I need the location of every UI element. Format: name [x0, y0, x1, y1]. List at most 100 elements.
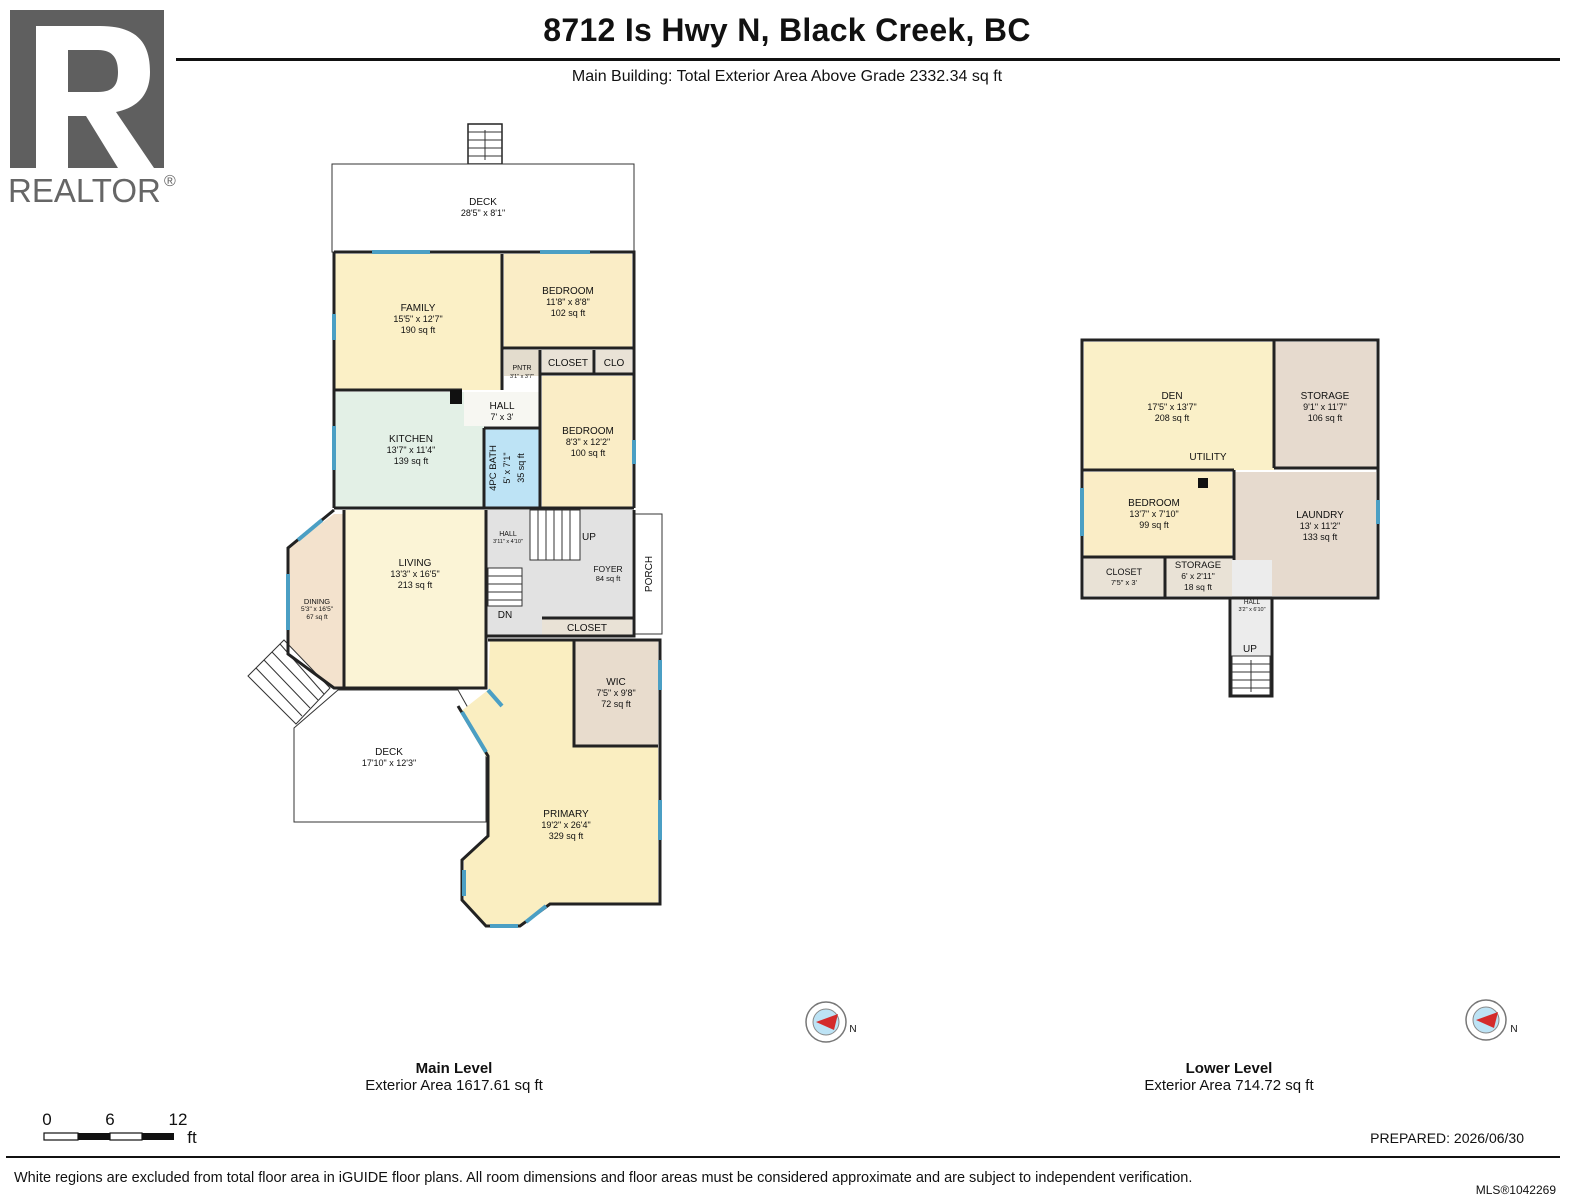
- svg-text:FOYER: FOYER: [593, 564, 622, 574]
- room-family: [334, 254, 502, 390]
- room-bedroom-1: [504, 254, 632, 348]
- svg-text:CLOSET: CLOSET: [548, 358, 588, 369]
- svg-text:CLOSET: CLOSET: [567, 623, 607, 634]
- main-windows: [286, 250, 662, 928]
- svg-text:5'3" x 16'5": 5'3" x 16'5": [301, 606, 334, 613]
- svg-text:28'5" x 8'1": 28'5" x 8'1": [461, 208, 505, 218]
- svg-text:®: ®: [164, 173, 176, 190]
- svg-text:13'7" x 11'4": 13'7" x 11'4": [387, 445, 436, 455]
- svg-text:STORAGE: STORAGE: [1301, 391, 1350, 402]
- svg-text:19'2" x 26'4": 19'2" x 26'4": [541, 820, 590, 830]
- main-walls: [286, 250, 662, 928]
- room-storage-2: [1166, 558, 1232, 596]
- svg-text:12: 12: [169, 1110, 188, 1129]
- page-title: 8712 Is Hwy N, Black Creek, BC: [543, 12, 1031, 48]
- svg-text:72 sq ft: 72 sq ft: [601, 699, 631, 709]
- svg-text:0: 0: [42, 1110, 51, 1129]
- prepared-date: PREPARED: 2026/06/30: [1370, 1130, 1524, 1146]
- svg-text:PNTR: PNTR: [512, 365, 531, 372]
- svg-text:35 sq ft: 35 sq ft: [516, 453, 526, 483]
- compass-icon: N: [805, 1001, 857, 1043]
- room-storage-1: [1274, 342, 1376, 468]
- room-bath: [485, 428, 540, 508]
- svg-text:17'10" x 12'3": 17'10" x 12'3": [362, 758, 416, 768]
- svg-text:4PC BATH: 4PC BATH: [488, 445, 499, 491]
- left-stairs: [247, 639, 331, 725]
- svg-text:190 sq ft: 190 sq ft: [401, 325, 436, 335]
- svg-text:WIC: WIC: [606, 677, 625, 688]
- room-kitchen: [334, 392, 484, 508]
- lower-walls: [1080, 338, 1380, 698]
- svg-text:18 sq ft: 18 sq ft: [1184, 582, 1213, 592]
- svg-text:84 sq ft: 84 sq ft: [596, 574, 622, 583]
- svg-text:ft: ft: [187, 1128, 197, 1147]
- stairs-down: [487, 567, 523, 607]
- svg-text:8'3" x 12'2": 8'3" x 12'2": [566, 437, 610, 447]
- svg-text:LIVING: LIVING: [399, 558, 432, 569]
- stairs-up: [529, 509, 581, 561]
- svg-text:7'5" x 3': 7'5" x 3': [1111, 578, 1138, 587]
- svg-text:PRIMARY: PRIMARY: [543, 809, 589, 820]
- svg-text:139 sq ft: 139 sq ft: [394, 456, 429, 466]
- room-living: [344, 510, 486, 688]
- utility-unit: [1198, 478, 1208, 488]
- svg-text:102 sq ft: 102 sq ft: [551, 308, 586, 318]
- room-bedroom-2: [542, 376, 632, 508]
- svg-text:3'2" x 6'10": 3'2" x 6'10": [1238, 607, 1265, 613]
- svg-text:DN: DN: [498, 610, 512, 621]
- svg-text:PORCH: PORCH: [644, 556, 655, 592]
- room-laundry: [1234, 472, 1376, 596]
- room-den: [1084, 342, 1274, 470]
- room-wic: [574, 640, 658, 746]
- svg-text:STORAGE: STORAGE: [1175, 560, 1221, 571]
- svg-text:DEN: DEN: [1161, 391, 1182, 402]
- svg-text:3'1" x 3'7": 3'1" x 3'7": [510, 374, 534, 380]
- svg-text:FAMILY: FAMILY: [401, 303, 436, 314]
- svg-text:13' x 11'2": 13' x 11'2": [1300, 521, 1341, 531]
- svg-text:100 sq ft: 100 sq ft: [571, 448, 606, 458]
- scale-bar: 0 6 12 ft: [42, 1110, 197, 1147]
- svg-text:BEDROOM: BEDROOM: [1128, 498, 1180, 509]
- svg-text:BEDROOM: BEDROOM: [542, 286, 594, 297]
- room-dining: [288, 514, 344, 688]
- mls-number: MLS®1042269: [1475, 1183, 1556, 1197]
- svg-text:67 sq ft: 67 sq ft: [306, 614, 328, 621]
- kitchen-fixture: [450, 390, 462, 404]
- svg-text:17'5" x 13'7": 17'5" x 13'7": [1147, 402, 1196, 412]
- lower-level-label: Lower Level Exterior Area 714.72 sq ft: [1144, 1060, 1314, 1094]
- svg-text:213 sq ft: 213 sq ft: [398, 580, 433, 590]
- svg-text:LAUNDRY: LAUNDRY: [1296, 510, 1344, 521]
- room-closet-3: [1084, 558, 1164, 596]
- page-subtitle: Main Building: Total Exterior Area Above…: [571, 68, 1003, 85]
- svg-text:329 sq ft: 329 sq ft: [549, 831, 584, 841]
- svg-text:BEDROOM: BEDROOM: [562, 426, 614, 437]
- svg-text:13'7" x 7'10": 13'7" x 7'10": [1129, 509, 1178, 519]
- title-divider: [176, 58, 1560, 61]
- svg-text:CLOSET: CLOSET: [1106, 567, 1143, 577]
- svg-text:N: N: [849, 1024, 856, 1035]
- svg-text:UTILITY: UTILITY: [1189, 452, 1227, 463]
- svg-text:KITCHEN: KITCHEN: [389, 434, 433, 445]
- disclaimer-text: White regions are excluded from total fl…: [14, 1170, 1193, 1186]
- svg-text:UP: UP: [582, 532, 596, 543]
- svg-text:HALL: HALL: [489, 401, 514, 412]
- lower-windows: [1080, 488, 1380, 536]
- svg-text:106 sq ft: 106 sq ft: [1308, 413, 1343, 423]
- svg-text:HALL: HALL: [1244, 599, 1261, 606]
- room-hall-1: [464, 392, 540, 426]
- svg-text:15'5" x 12'7": 15'5" x 12'7": [393, 314, 442, 324]
- svg-text:99 sq ft: 99 sq ft: [1139, 520, 1169, 530]
- room-pantry: [504, 350, 540, 376]
- room-closet-2: [542, 618, 632, 636]
- svg-text:133 sq ft: 133 sq ft: [1303, 532, 1338, 542]
- svg-text:UP: UP: [1243, 644, 1257, 655]
- svg-text:DECK: DECK: [469, 197, 497, 208]
- lower-stairs: [1231, 655, 1271, 697]
- svg-text:208 sq ft: 208 sq ft: [1155, 413, 1190, 423]
- svg-text:3'11" x 4'10": 3'11" x 4'10": [493, 539, 523, 545]
- svg-text:6' x 2'11": 6' x 2'11": [1181, 571, 1215, 581]
- main-level-label: Main Level Exterior Area 1617.61 sq ft: [365, 1060, 543, 1094]
- compass-icon: N: [1465, 999, 1518, 1041]
- room-primary: [460, 640, 658, 926]
